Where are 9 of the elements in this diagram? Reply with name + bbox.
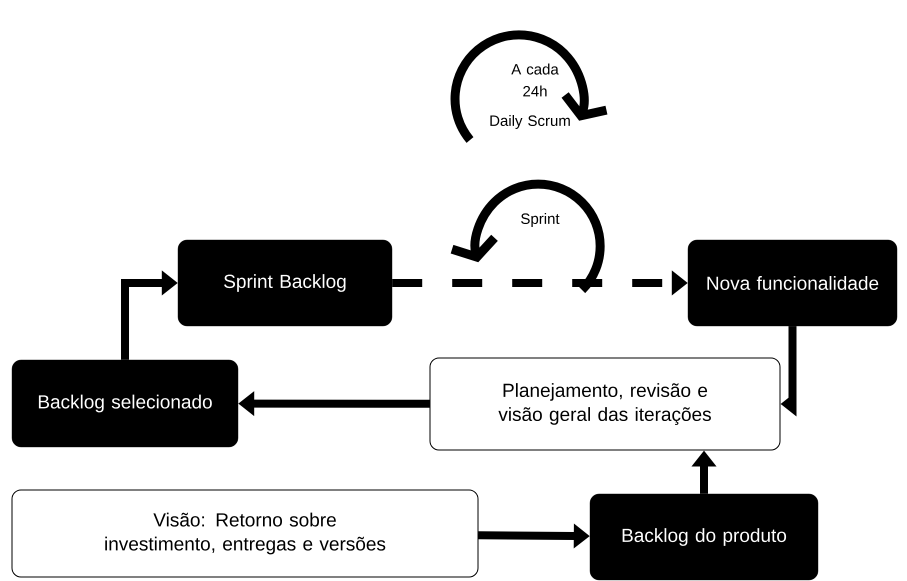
process-box: Nova funcionalidade bbox=[688, 240, 898, 326]
cycle-label: A cada 24h bbox=[511, 64, 559, 96]
cycle-label: Sprint bbox=[521, 213, 560, 227]
text-box: Visão: Retorno sobre investimento, entregas e versões bbox=[12, 489, 478, 578]
text-box: Planejamento, revisão e visão geral das iterações bbox=[430, 357, 780, 450]
process-box: Sprint Backlog bbox=[178, 240, 392, 326]
cycle-label: Daily Scrum bbox=[490, 115, 570, 129]
process-box: Backlog selecionado bbox=[12, 360, 238, 448]
process-box: Backlog do produto bbox=[590, 494, 818, 580]
